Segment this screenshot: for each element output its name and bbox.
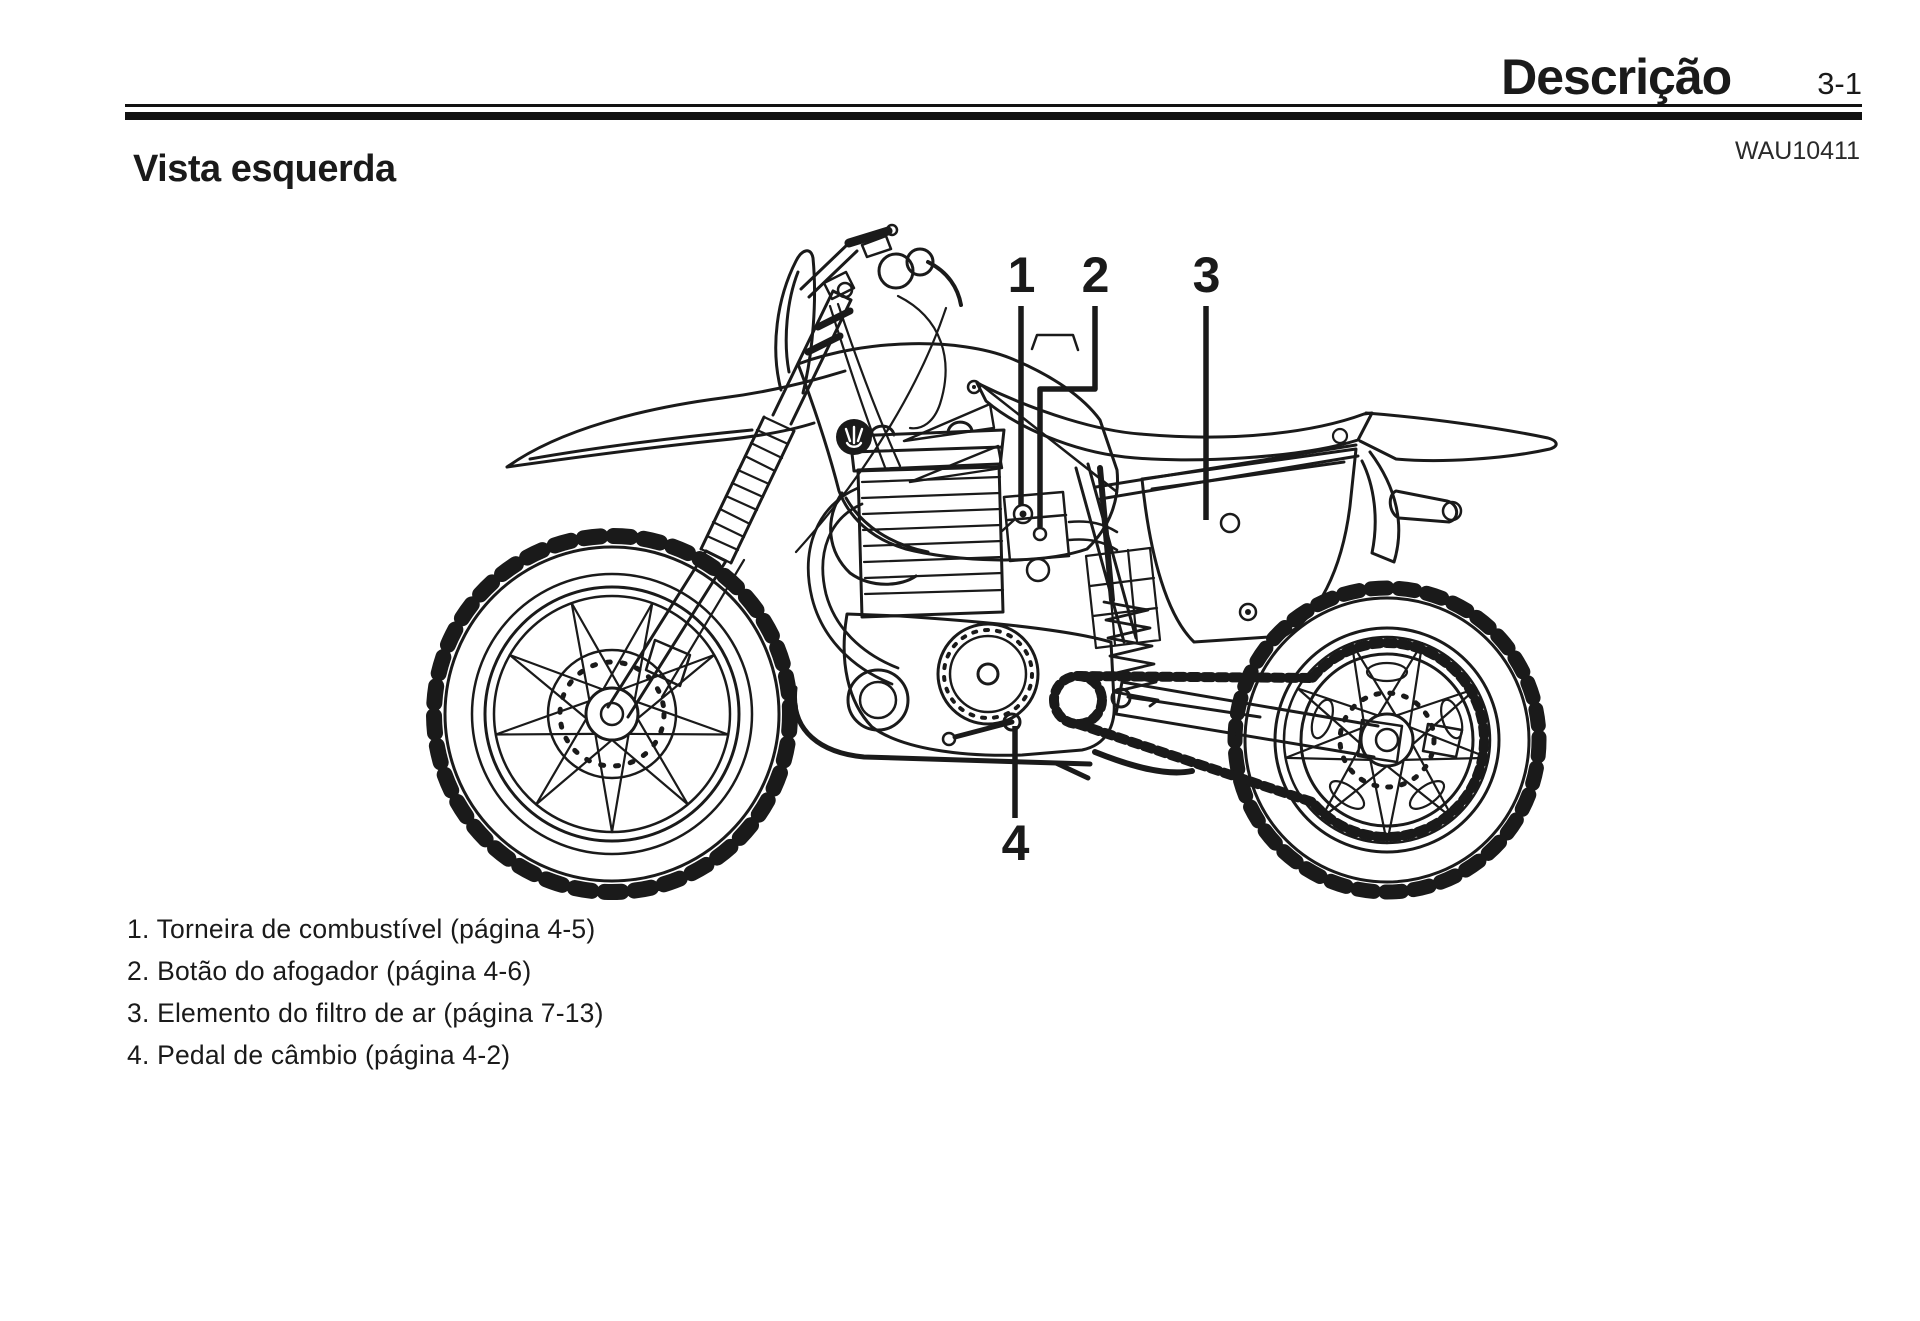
header-rule-thin [125, 104, 1862, 107]
legend-item: 1. Torneira de combustível (página 4-5) [127, 914, 596, 944]
legend-item: 2. Botão do afogador (página 4-6) [127, 956, 532, 986]
side-panel-airbox-cover [1140, 447, 1358, 644]
drive-chain [1049, 638, 1490, 842]
document-code: WAU10411 [1734, 137, 1860, 165]
front-wheel [426, 528, 798, 900]
callout-2: 2 [1081, 247, 1110, 303]
callout-4: 4 [1001, 815, 1030, 871]
front-fork [606, 281, 854, 719]
header-rule-thick [125, 112, 1862, 120]
page-number: 3-1 [1817, 66, 1862, 101]
legend: 1. Torneira de combustível (página 4-5) … [127, 908, 604, 1076]
legend-item: 4. Pedal de câmbio (página 4-2) [127, 1040, 511, 1070]
callout-3: 3 [1192, 247, 1221, 303]
shift-pedal [941, 712, 1022, 747]
chapter-title: Descrição [1501, 49, 1732, 105]
muffler [1388, 489, 1463, 524]
page-header: Descrição 3-1 [1501, 52, 1862, 102]
legend-item: 3. Elemento do filtro de ar (página 7-13… [127, 998, 604, 1028]
callout-1: 1 [1007, 247, 1036, 303]
fuel-tank [796, 333, 1120, 586]
front-fender [505, 249, 847, 469]
section-heading: Vista esquerda [133, 148, 396, 190]
carburetor-fuel-cock-choke [1000, 490, 1119, 583]
callout-leader-lines [1012, 306, 1209, 818]
rear-fender [1331, 411, 1558, 564]
handlebar-controls [794, 223, 963, 554]
